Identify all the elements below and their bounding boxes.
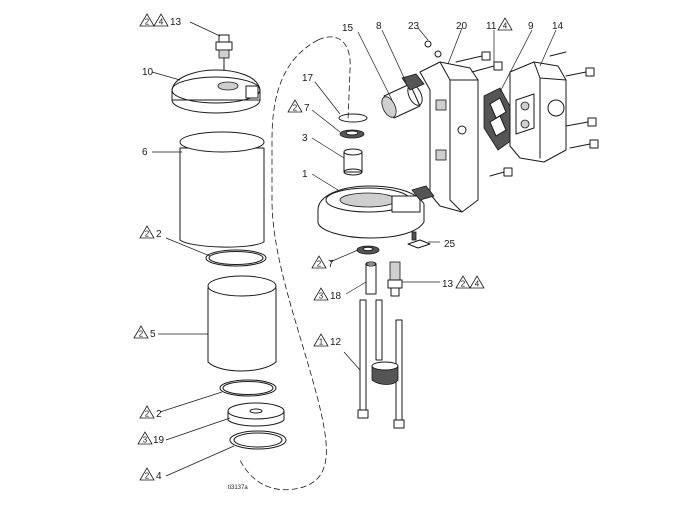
svg-text:2: 2 bbox=[317, 260, 322, 269]
gasket-9 bbox=[483, 87, 513, 151]
svg-text:13: 13 bbox=[442, 279, 454, 290]
svg-text:10: 10 bbox=[142, 67, 154, 78]
callout-2b: 2 2 bbox=[139, 405, 162, 420]
screws-11 bbox=[455, 51, 513, 177]
svg-text:2: 2 bbox=[139, 330, 144, 339]
seal-7-lower-hole bbox=[362, 246, 374, 252]
svg-text:7: 7 bbox=[304, 103, 310, 114]
svg-text:3: 3 bbox=[319, 292, 324, 301]
svg-text:17: 17 bbox=[302, 73, 314, 84]
svg-text:12: 12 bbox=[330, 337, 342, 348]
svg-text:2: 2 bbox=[293, 104, 298, 113]
valve-body-14 bbox=[509, 51, 599, 163]
callout-8: 8 bbox=[376, 21, 382, 32]
filter-15 bbox=[381, 83, 423, 119]
o-ring-17 bbox=[338, 113, 368, 123]
svg-text:14: 14 bbox=[552, 21, 564, 32]
svg-text:11: 11 bbox=[486, 21, 497, 32]
o-ring-2b-inner bbox=[222, 381, 274, 395]
svg-text:8: 8 bbox=[376, 21, 382, 32]
callout-10: 10 bbox=[142, 67, 154, 78]
svg-text:2: 2 bbox=[461, 280, 466, 289]
leader-lines bbox=[151, 21, 557, 477]
svg-text:19: 19 bbox=[153, 435, 165, 446]
gasket-8 bbox=[401, 73, 435, 201]
clip-25 bbox=[407, 231, 431, 249]
svg-text:1: 1 bbox=[302, 169, 308, 180]
svg-text:2: 2 bbox=[145, 230, 150, 239]
callout-5: 2 5 bbox=[133, 325, 156, 340]
callout-20: 20 bbox=[456, 21, 468, 32]
cylinder-5 bbox=[207, 275, 277, 372]
svg-text:4: 4 bbox=[475, 280, 480, 289]
svg-text:2: 2 bbox=[156, 409, 162, 420]
svg-text:2: 2 bbox=[145, 18, 150, 27]
callout-3: 3 bbox=[302, 133, 308, 144]
callout-23: 23 bbox=[408, 21, 420, 32]
fitting-13-lower bbox=[387, 261, 403, 297]
svg-text:2: 2 bbox=[145, 410, 150, 419]
o-ring-4-inner bbox=[233, 432, 283, 448]
seal-7-top-hole bbox=[345, 130, 359, 136]
callout-13-top: 2 4 13 bbox=[139, 13, 182, 28]
svg-text:25: 25 bbox=[444, 239, 456, 250]
svg-text:20: 20 bbox=[456, 21, 468, 32]
callout-2a: 2 2 bbox=[139, 225, 162, 240]
svg-text:23: 23 bbox=[408, 21, 420, 32]
svg-text:3: 3 bbox=[302, 133, 308, 144]
callout-18: 3 18 bbox=[313, 287, 342, 302]
callout-15: 15 bbox=[342, 23, 354, 34]
sleeve-6 bbox=[179, 131, 265, 248]
housing-1 bbox=[317, 185, 425, 239]
ball-23 bbox=[424, 40, 432, 48]
callout-9: 9 bbox=[528, 21, 534, 32]
svg-text:4: 4 bbox=[156, 471, 162, 482]
fitting-13-top bbox=[215, 34, 233, 71]
svg-text:4: 4 bbox=[159, 18, 164, 27]
callout-19: 3 19 bbox=[137, 431, 165, 446]
piston-19 bbox=[227, 402, 285, 427]
o-ring-2b bbox=[219, 379, 277, 397]
o-ring-2a bbox=[205, 249, 267, 267]
svg-text:18: 18 bbox=[330, 291, 342, 302]
svg-text:4: 4 bbox=[503, 22, 508, 31]
callout-12: 1 12 bbox=[313, 333, 342, 348]
svg-text:2: 2 bbox=[156, 229, 162, 240]
svg-text:3: 3 bbox=[143, 436, 148, 445]
callout-17: 17 bbox=[302, 73, 314, 84]
manifold-20 bbox=[419, 61, 479, 213]
callout-7-lower: 2 7 bbox=[311, 255, 334, 270]
bushing-3 bbox=[343, 148, 363, 176]
ball-23b bbox=[434, 50, 442, 58]
svg-text:6: 6 bbox=[142, 147, 148, 158]
cover-10 bbox=[171, 69, 261, 114]
o-ring-4 bbox=[229, 430, 287, 450]
callout-7-top: 2 7 bbox=[287, 99, 310, 114]
assembly-path-line bbox=[239, 39, 327, 490]
svg-text:15: 15 bbox=[342, 23, 354, 34]
shaft-18 bbox=[365, 261, 377, 295]
callout-14: 14 bbox=[552, 21, 564, 32]
assembly-path-line-top bbox=[317, 36, 351, 121]
svg-text:2: 2 bbox=[145, 472, 150, 481]
o-ring-2a-inner bbox=[208, 251, 264, 265]
callout-25: 25 bbox=[444, 239, 456, 250]
tie-rods-12 bbox=[357, 299, 405, 429]
callout-4: 2 4 bbox=[139, 467, 162, 482]
svg-text:7: 7 bbox=[328, 259, 334, 270]
svg-text:5: 5 bbox=[150, 329, 156, 340]
svg-text:13: 13 bbox=[170, 17, 182, 28]
callout-1: 1 bbox=[302, 169, 308, 180]
callout-11: 11 4 bbox=[486, 17, 513, 32]
figure-number: ti3137a bbox=[228, 485, 248, 491]
svg-text:1: 1 bbox=[319, 338, 324, 347]
svg-text:9: 9 bbox=[528, 21, 534, 32]
callout-6: 6 bbox=[142, 147, 148, 158]
callout-13-lower: 13 2 4 bbox=[442, 275, 485, 290]
